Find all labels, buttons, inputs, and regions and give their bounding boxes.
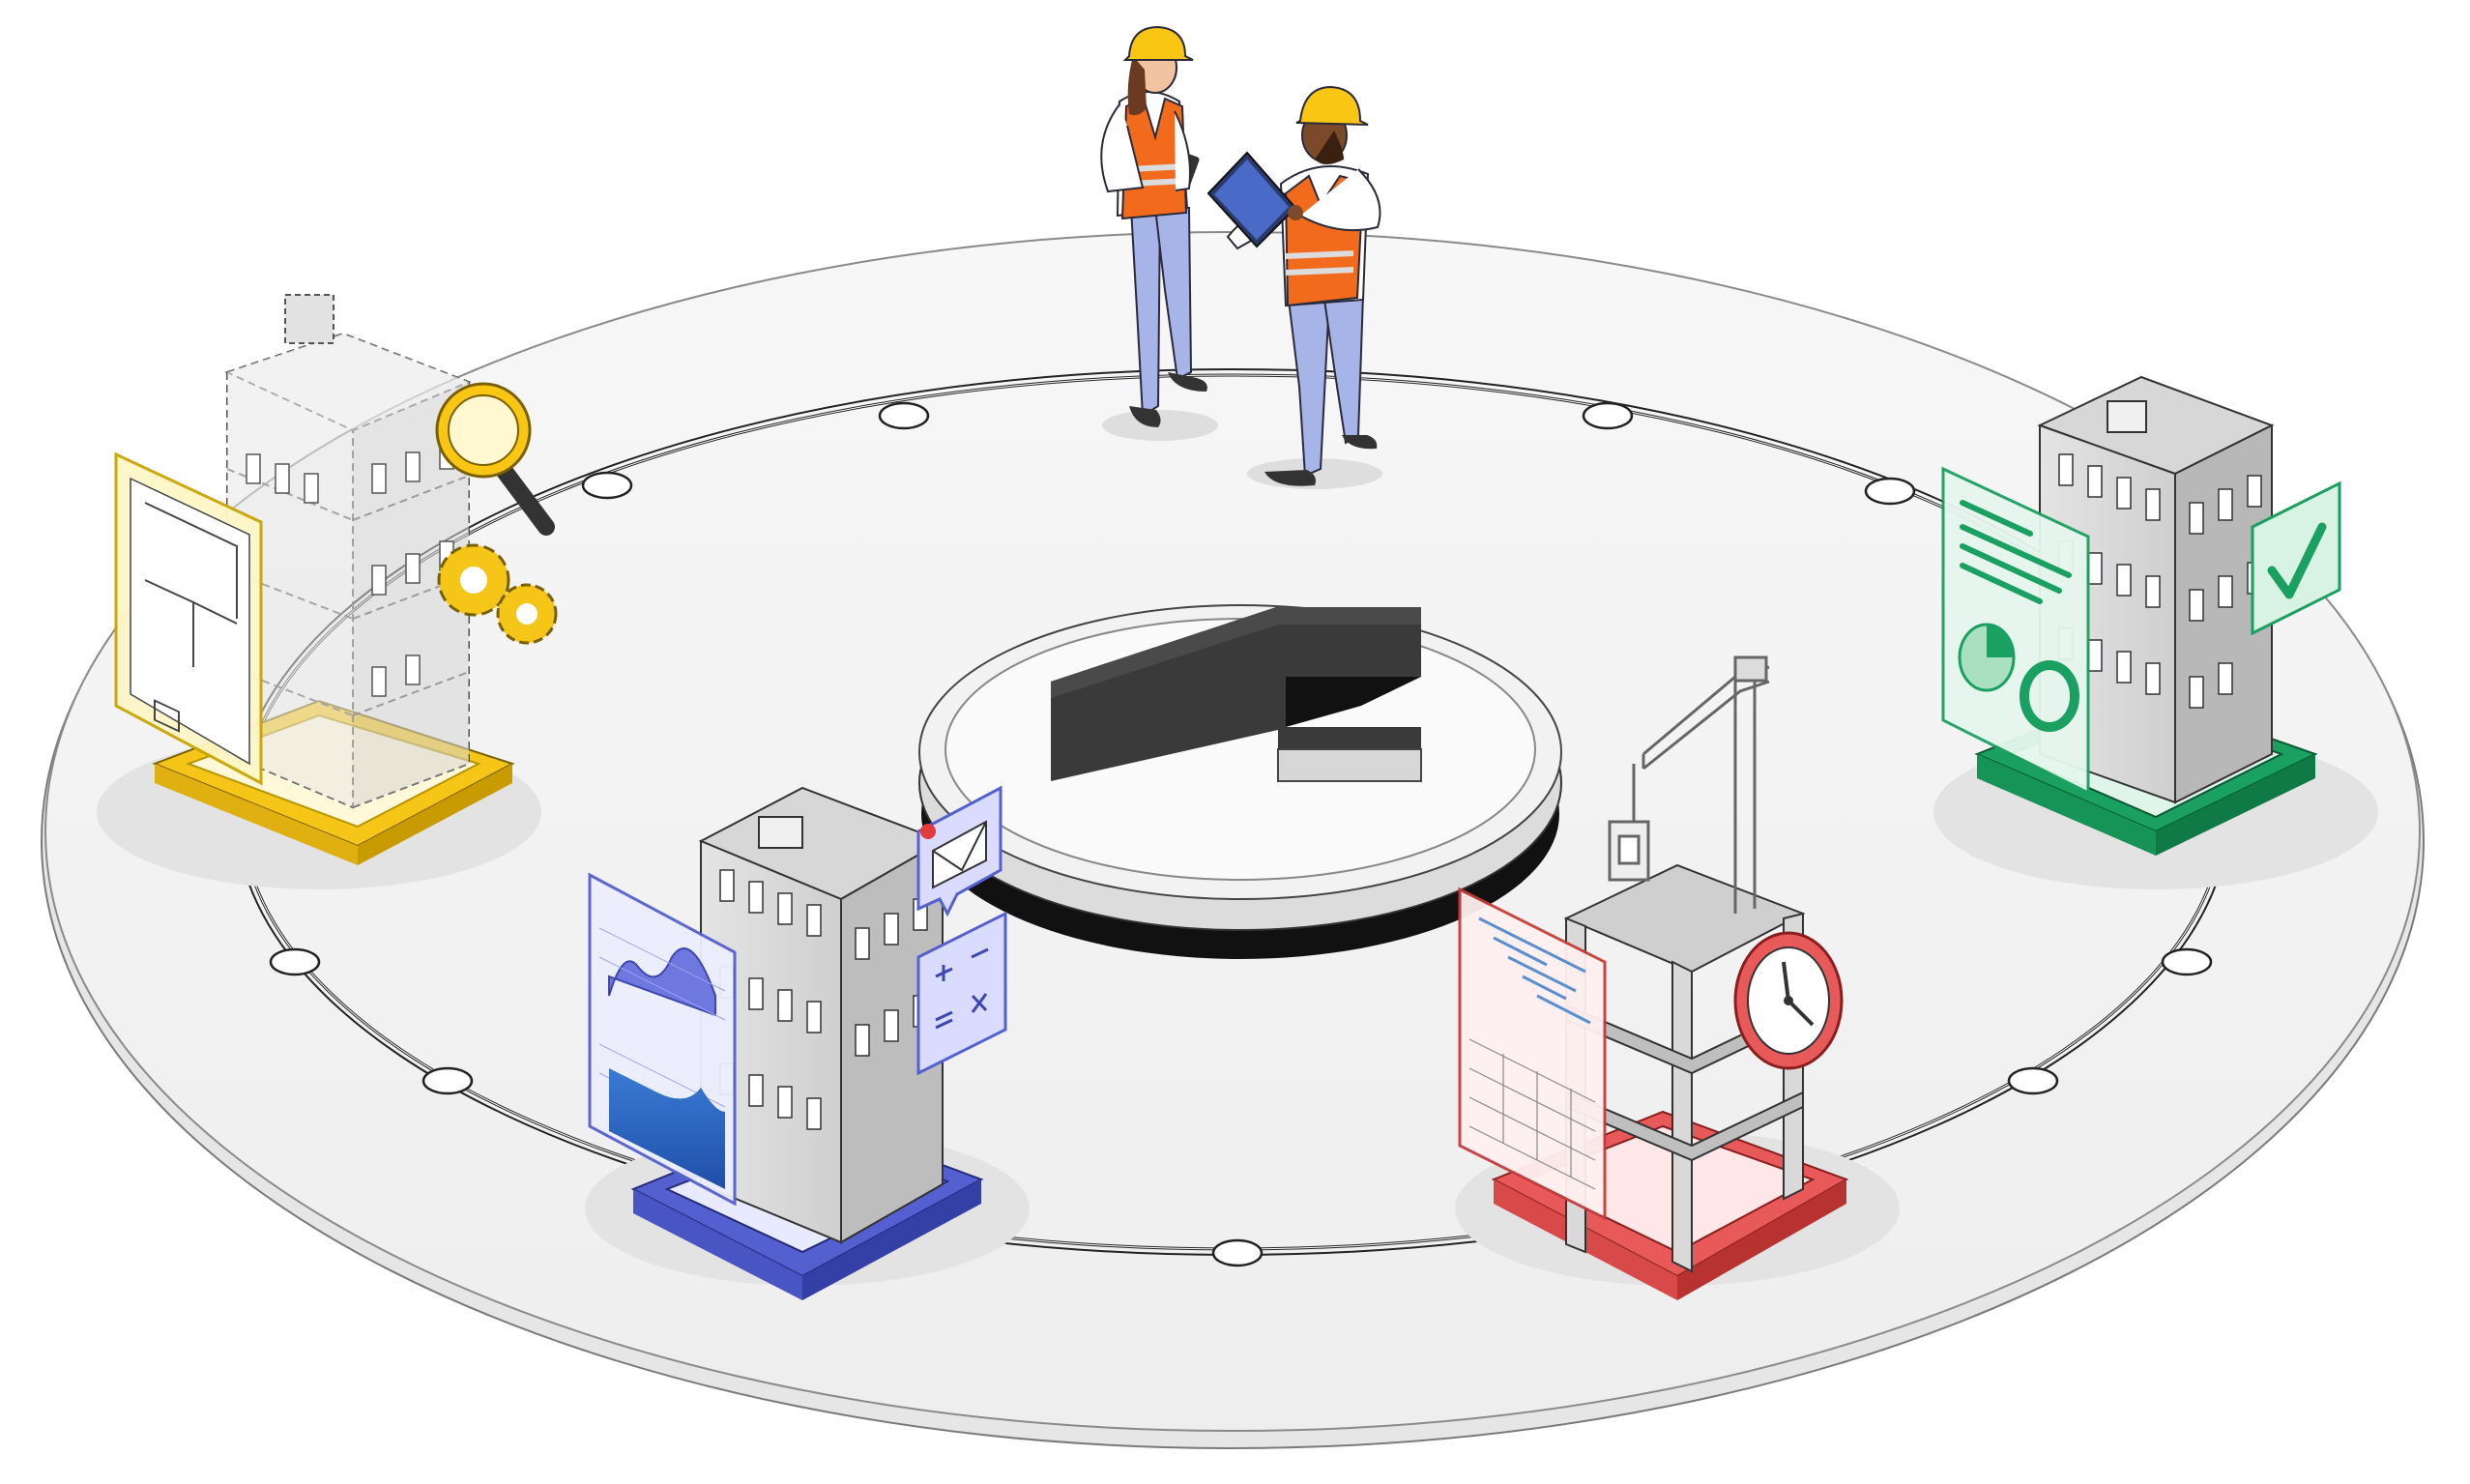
calculator-icon [916, 911, 1007, 1076]
crane-icon [1608, 655, 1770, 914]
donut-chart-icon [2020, 660, 2079, 732]
ring-node [1211, 1238, 1264, 1267]
ring-node [1864, 477, 1916, 506]
station-scheduling [1455, 655, 1900, 1300]
schedule-table-panel [1458, 887, 1607, 1221]
helmet-icon [1295, 85, 1369, 126]
ring-node [581, 471, 633, 500]
worker-right [1206, 85, 1381, 486]
ring-node [1582, 401, 1634, 430]
worker-left [1100, 25, 1207, 427]
helmet-icon [1122, 25, 1194, 61]
gears-icon [437, 543, 558, 645]
floor-plan-panel [114, 451, 263, 786]
area-chart-icon [609, 1068, 725, 1189]
envelope-icon [916, 785, 1003, 917]
charts-panel [588, 872, 737, 1207]
checkmark-icon [2251, 480, 2341, 636]
workers-group [1100, 25, 1382, 489]
ring-node [2007, 1066, 2059, 1095]
station-analysis [585, 785, 1030, 1300]
ring-node [269, 947, 321, 976]
logo-mark-icon [1051, 607, 1422, 782]
clock-icon [1733, 931, 1844, 1070]
ring-node [421, 1066, 474, 1095]
report-panel [1941, 466, 2090, 796]
station-completion [1933, 375, 2378, 889]
magnifier-icon [435, 382, 555, 536]
area-chart-icon [608, 947, 716, 1017]
ring-nodes [269, 401, 2213, 1267]
central-hub [918, 604, 1562, 959]
ring-node [2161, 947, 2213, 976]
ring-node [878, 401, 930, 430]
station-design [97, 294, 558, 889]
